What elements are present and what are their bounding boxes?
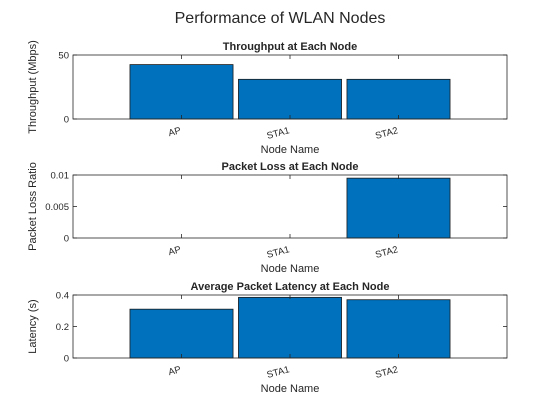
bar-ap <box>129 64 234 120</box>
bar-sta2 <box>346 299 451 359</box>
x-tick-label-sta2: STA2 <box>374 244 399 261</box>
x-tick-label-ap: AP <box>167 125 182 139</box>
subplot-title: Average Packet Latency at Each Node <box>191 281 390 293</box>
bar-sta2 <box>346 78 451 120</box>
x-axis-label: Node Name <box>261 383 320 395</box>
bar-sta2 <box>346 177 451 239</box>
x-tick-label-ap: AP <box>167 244 182 258</box>
y-axis-label: Packet Loss Ratio <box>27 162 39 251</box>
subplot-title: Throughput at Each Node <box>223 41 357 53</box>
x-axis-label: Node Name <box>261 263 320 275</box>
y-tick-label: 0.005 <box>45 202 69 213</box>
x-tick-label-sta2: STA2 <box>374 364 399 381</box>
x-axis-label: Node Name <box>261 144 320 156</box>
x-tick-label-sta1: STA1 <box>266 244 291 261</box>
y-tick-label: 50 <box>58 51 69 62</box>
y-axis-label: Throughput (Mbps) <box>27 40 39 134</box>
subplot-title: Packet Loss at Each Node <box>222 161 359 173</box>
y-tick-label: 0.4 <box>56 291 69 302</box>
x-tick-label-sta1: STA1 <box>266 364 291 381</box>
x-tick-label-sta1: STA1 <box>266 125 291 142</box>
y-tick-label: 0 <box>64 234 69 245</box>
x-tick-label-ap: AP <box>167 364 182 378</box>
y-tick-label: 0 <box>64 115 69 126</box>
y-tick-label: 0 <box>64 354 69 365</box>
y-tick-label: 0.2 <box>56 322 69 333</box>
subplot-3: 0 0.2 0.4AP STA1 STA2 Average Packet Latency … <box>27 281 508 395</box>
bar-sta1 <box>238 296 342 359</box>
figure-title: Performance of WLAN Nodes <box>175 10 386 27</box>
y-tick-label: 0.01 <box>51 171 70 182</box>
bar-ap <box>129 308 234 359</box>
x-tick-label-sta2: STA2 <box>374 125 399 142</box>
y-axis-label: Latency (s) <box>27 299 39 353</box>
bar-sta1 <box>238 78 342 120</box>
